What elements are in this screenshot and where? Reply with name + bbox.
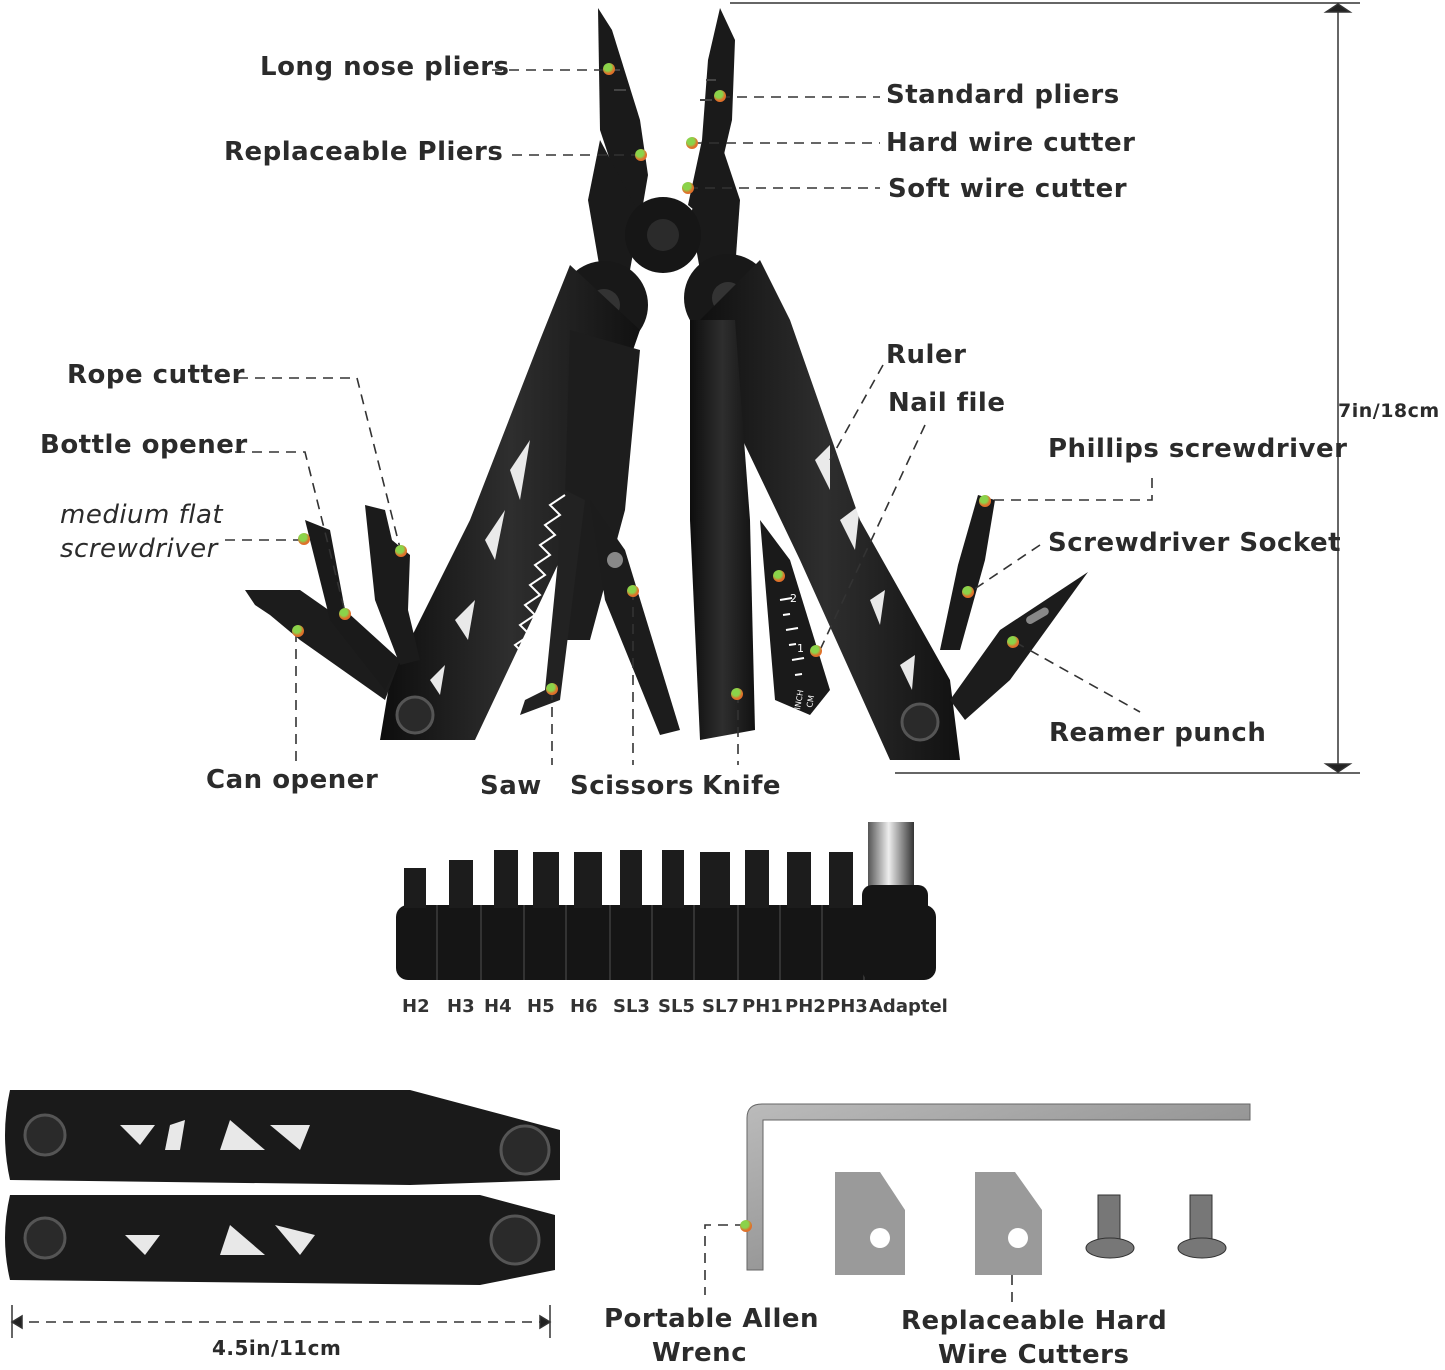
allen-wrench bbox=[746, 1103, 1251, 1271]
can-opener-tool bbox=[245, 590, 400, 700]
label-can-opener: Can opener bbox=[206, 765, 379, 795]
bit-label-adapter: Adaptel bbox=[869, 996, 948, 1017]
bit-label-sl7: SL7 bbox=[702, 996, 739, 1017]
screws bbox=[1085, 1194, 1227, 1259]
marker-dot bbox=[339, 608, 351, 620]
marker-dot bbox=[714, 90, 726, 102]
marker-dot bbox=[635, 149, 647, 161]
bit-shanks bbox=[404, 850, 853, 908]
marker-dot bbox=[395, 545, 407, 557]
bit-label-h4: H4 bbox=[484, 996, 512, 1017]
marker-dot bbox=[740, 1220, 752, 1232]
label-long-nose-pliers: Long nose pliers bbox=[260, 52, 510, 82]
bit-label-h3: H3 bbox=[447, 996, 475, 1017]
label-screwdriver: screwdriver bbox=[60, 534, 218, 564]
leader-lines bbox=[225, 69, 1153, 1305]
label-reamer-punch: Reamer punch bbox=[1049, 718, 1267, 748]
ruler-mark-cm: CM bbox=[805, 694, 816, 708]
label-allen-wrench-1: Portable Allen bbox=[604, 1304, 820, 1334]
marker-dot bbox=[979, 495, 991, 507]
label-rope-cutter: Rope cutter bbox=[67, 360, 245, 390]
marker-dot bbox=[292, 625, 304, 637]
inner-left-tool bbox=[560, 330, 640, 640]
height-dimension bbox=[730, 2, 1360, 774]
bit-label-h6: H6 bbox=[570, 996, 598, 1017]
marker-dot bbox=[603, 63, 615, 75]
saw-teeth bbox=[513, 494, 566, 676]
marker-dot bbox=[627, 585, 639, 597]
width-dimension bbox=[10, 1305, 552, 1338]
pliers-head bbox=[588, 8, 740, 273]
label-phillips-screwdriver: Phillips screwdriver bbox=[1048, 434, 1348, 464]
label-replaceable-pliers: Replaceable Pliers bbox=[224, 137, 504, 167]
folded-tool-bottom bbox=[5, 1195, 555, 1285]
label-width-dimension: 4.5in/11cm bbox=[212, 1336, 342, 1360]
marker-dot bbox=[773, 570, 785, 582]
reamer-tool bbox=[950, 572, 1088, 720]
marker-dot bbox=[686, 137, 698, 149]
rope-cutter-tool bbox=[365, 505, 420, 665]
marker-dot bbox=[810, 645, 822, 657]
label-bottle-opener: Bottle opener bbox=[40, 430, 248, 460]
bit-label-ph3: PH3 bbox=[827, 996, 868, 1017]
ruler-ticks bbox=[779, 597, 805, 676]
marker-dot bbox=[298, 533, 310, 545]
folded-tool-top bbox=[5, 1090, 560, 1185]
label-standard-pliers: Standard pliers bbox=[886, 80, 1120, 110]
label-medium-flat: medium flat bbox=[60, 500, 224, 530]
label-knife: Knife bbox=[702, 771, 782, 801]
label-hard-wire-cutter: Hard wire cutter bbox=[886, 128, 1136, 158]
label-saw: Saw bbox=[480, 771, 542, 801]
marker-dot bbox=[731, 688, 743, 700]
label-hard-cutters-2: Wire Cutters bbox=[938, 1340, 1130, 1370]
bit-label-ph2: PH2 bbox=[785, 996, 826, 1017]
replaceable-cutter-2 bbox=[975, 1172, 1042, 1275]
right-handle bbox=[690, 260, 960, 760]
marker-dot bbox=[962, 586, 974, 598]
label-soft-wire-cutter: Soft wire cutter bbox=[888, 174, 1128, 204]
bottle-opener-tool bbox=[305, 520, 400, 690]
bit-label-ph1: PH1 bbox=[742, 996, 783, 1017]
label-nail-file: Nail file bbox=[888, 388, 1006, 418]
bit-label-h2: H2 bbox=[402, 996, 430, 1017]
bit-adapter-chrome bbox=[868, 822, 914, 892]
label-allen-wrench-2: Wrenc bbox=[652, 1338, 748, 1368]
ruler-mark-1: 1 bbox=[797, 642, 804, 655]
bit-adapter-body bbox=[862, 885, 928, 980]
marker-dot bbox=[546, 683, 558, 695]
phillips-tool bbox=[940, 495, 995, 650]
saw-blade bbox=[520, 490, 585, 715]
replaceable-cutter-1 bbox=[835, 1172, 905, 1275]
label-hard-cutters-1: Replaceable Hard bbox=[901, 1306, 1168, 1336]
bit-label-sl3: SL3 bbox=[613, 996, 650, 1017]
bit-label-sl5: SL5 bbox=[658, 996, 695, 1017]
label-screwdriver-socket: Screwdriver Socket bbox=[1048, 528, 1342, 558]
label-height-dimension: 7in/18cm bbox=[1338, 400, 1440, 422]
label-scissors: Scissors bbox=[570, 771, 695, 801]
bit-holder bbox=[396, 905, 936, 980]
bit-label-h5: H5 bbox=[527, 996, 555, 1017]
ruler-mark-inch: INCH bbox=[793, 689, 805, 710]
marker-dot bbox=[1007, 636, 1019, 648]
knife-blade bbox=[690, 320, 755, 740]
ruler-mark-2: 2 bbox=[790, 592, 797, 605]
scissors bbox=[590, 500, 680, 735]
label-ruler: Ruler bbox=[886, 340, 967, 370]
ruler-file bbox=[760, 520, 830, 715]
marker-dot bbox=[682, 182, 694, 194]
